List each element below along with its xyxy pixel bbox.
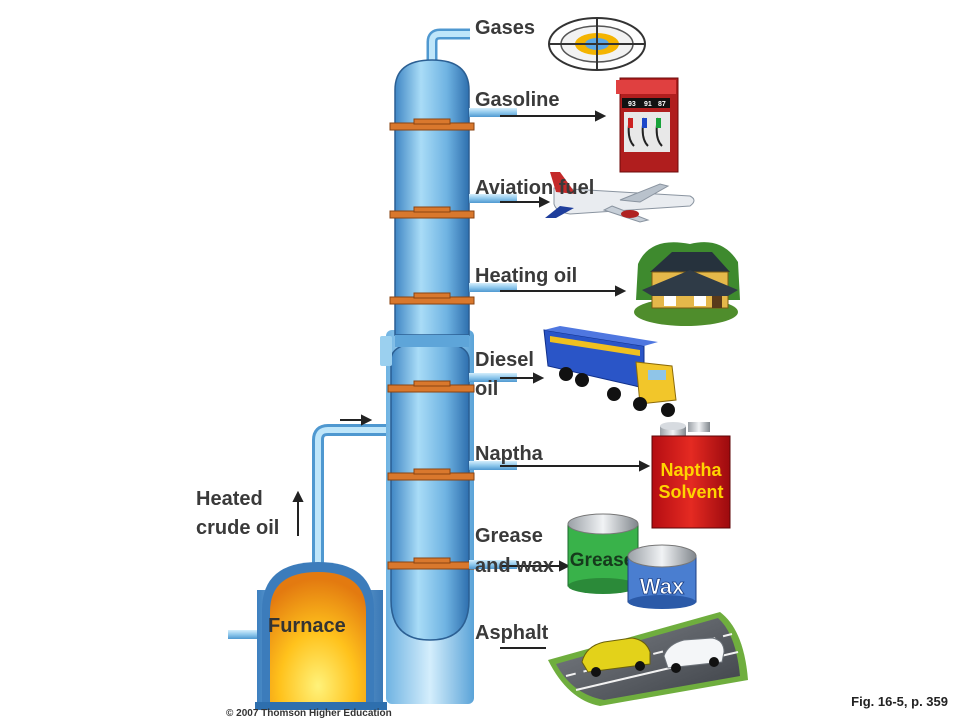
wax-can-icon (627, 544, 697, 609)
wax-can-label: Wax (640, 574, 685, 599)
pump-price-3: 87 (658, 101, 666, 108)
label-aviation-fuel: Aviation fuel (475, 177, 595, 199)
label-heated: Heated (196, 488, 263, 510)
gases-pipe (426, 28, 470, 68)
airplane-icon (545, 172, 695, 223)
road-icon (548, 612, 748, 706)
gas-pump-icon (616, 77, 679, 173)
furnace-inlet-pipe (228, 630, 268, 639)
label-crude-oil: crude oil (196, 517, 280, 539)
label-naptha: Naptha (475, 443, 543, 465)
flow-arrows (292, 110, 651, 649)
label-diesel-oil: oil (475, 378, 499, 400)
column-trays (387, 118, 475, 570)
furnace (255, 562, 387, 710)
label-diesel: Diesel (475, 349, 534, 371)
label-gasoline: Gasoline (475, 89, 560, 111)
naptha-can-label-2: Solvent (658, 482, 723, 502)
figure-caption: Fig. 16-5, p. 359 (851, 694, 948, 709)
label-and-wax: and wax (475, 555, 554, 577)
outlet-pipes (469, 108, 517, 569)
truck-icon (543, 326, 677, 417)
pump-price-2: 91 (644, 101, 652, 108)
furnace-feed-pipe (312, 424, 390, 580)
naptha-can-icon (651, 422, 731, 529)
naptha-can-label-1: Naptha (660, 460, 722, 480)
copyright-notice: © 2007 Thomson Higher Education (226, 708, 392, 719)
grease-can-icon (567, 513, 639, 594)
label-asphalt: Asphalt (475, 622, 549, 644)
label-gases: Gases (475, 17, 536, 39)
gas-burner-icon (548, 17, 646, 71)
house-icon (634, 242, 740, 326)
pump-price-1: 93 (628, 101, 636, 108)
grease-can-label: Grease (570, 550, 634, 571)
label-furnace: Furnace (268, 615, 346, 637)
label-grease: Grease (475, 525, 543, 547)
label-heating-oil: Heating oil (475, 265, 578, 287)
